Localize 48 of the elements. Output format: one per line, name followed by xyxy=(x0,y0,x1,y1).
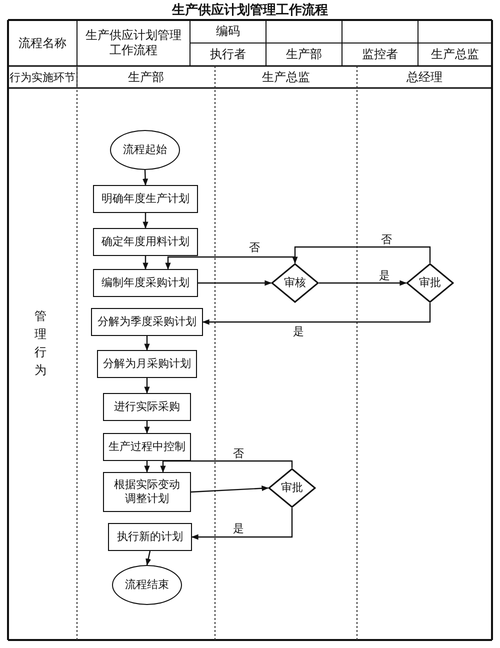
arrow xyxy=(292,246,431,264)
process-box: 明确年度生产计划 xyxy=(93,185,198,213)
edge-label: 是 xyxy=(292,325,305,338)
row-header: 流程名称 xyxy=(18,34,68,52)
lane-header: 生产总监 xyxy=(261,68,311,86)
row-header: 行为实施环节 xyxy=(8,70,76,86)
edge-label: 否 xyxy=(232,447,245,460)
process-box: 编制年度采购计划 xyxy=(93,269,198,297)
terminal-oval: 流程结束 xyxy=(112,565,182,605)
edge-label: 是 xyxy=(378,269,391,282)
arrow xyxy=(191,508,293,540)
arrow xyxy=(142,256,148,270)
edge-label: 是 xyxy=(232,522,245,535)
edge-label: 否 xyxy=(248,241,261,254)
arrow xyxy=(142,213,148,229)
lane-side-label: 管理行为 xyxy=(32,300,48,372)
process-box: 执行新的计划 xyxy=(108,523,192,551)
decision-diamond: 审批 xyxy=(406,263,454,303)
column-value: 生产总监 xyxy=(430,46,480,63)
arrow xyxy=(190,486,269,493)
arrow xyxy=(144,421,150,434)
process-box: 分解为月采购计划 xyxy=(97,350,197,378)
lane-header: 总经理 xyxy=(406,68,444,86)
process-box: 确定年度用料计划 xyxy=(93,228,198,256)
lane-header: 生产部 xyxy=(127,68,165,86)
process-box: 根据实际变动调整计划 xyxy=(103,472,191,512)
column-header: 编码 xyxy=(215,23,241,40)
arrow xyxy=(144,336,150,351)
arrow xyxy=(319,280,407,286)
diagram-title: 生产供应计划管理工作流程 xyxy=(170,2,329,18)
edge-label: 否 xyxy=(380,233,393,246)
arrow xyxy=(144,378,150,394)
arrow xyxy=(160,460,293,473)
process-box: 生产过程中控制 xyxy=(103,433,191,461)
process-box: 进行实际采购 xyxy=(103,393,191,421)
process-box: 分解为季度采购计划 xyxy=(91,308,203,336)
column-header: 监控者 xyxy=(361,46,399,63)
column-header: 执行者 xyxy=(209,46,247,63)
process-name: 生产供应计划管理工作流程 xyxy=(84,27,182,59)
arrow xyxy=(142,170,148,186)
arrow xyxy=(202,303,431,325)
arrow xyxy=(198,280,272,286)
column-value: 生产部 xyxy=(285,46,323,63)
decision-diamond: 审批 xyxy=(268,468,316,508)
terminal-oval: 流程起始 xyxy=(110,130,180,170)
arrow xyxy=(146,550,152,566)
arrow xyxy=(144,461,150,473)
decision-diamond: 审核 xyxy=(271,263,319,303)
